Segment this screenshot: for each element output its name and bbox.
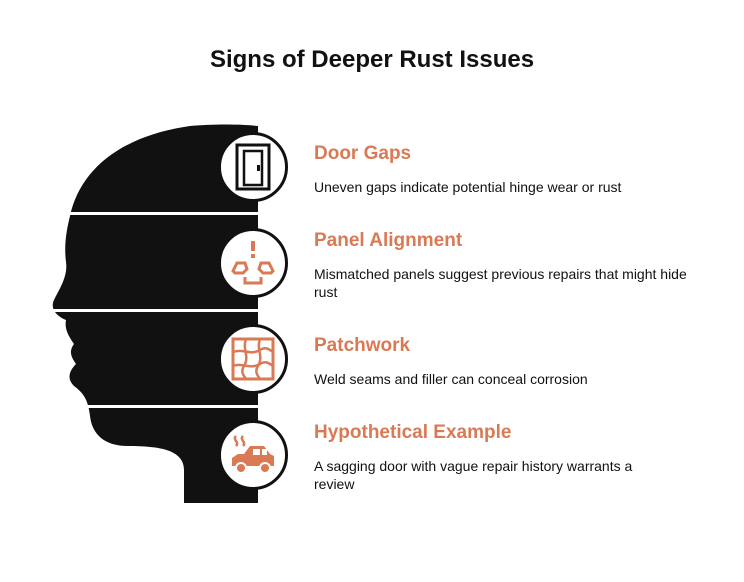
item-desc-panel-alignment: Mismatched panels suggest previous repai…: [314, 266, 687, 300]
item-title-patchwork: Patchwork: [314, 335, 411, 356]
door-gaps-icon-circle: [218, 132, 288, 202]
patch-grid-icon: [231, 337, 275, 381]
car-warning-icon: [231, 241, 275, 285]
item-desc-patchwork: Weld seams and filler can conceal corros…: [314, 371, 588, 387]
item-desc-hypothetical-example: A sagging door with vague repair history…: [314, 458, 633, 492]
hypothetical-example-icon-circle: [218, 420, 288, 490]
page-title: Signs of Deeper Rust Issues: [209, 46, 535, 73]
panel-alignment-icon-circle: [218, 228, 288, 298]
item-desc-door-gaps: Uneven gaps indicate potential hinge wea…: [314, 179, 622, 195]
item-title-door-gaps: Door Gaps: [314, 143, 412, 164]
door-icon: [235, 143, 271, 191]
item-title-panel-alignment: Panel Alignment: [314, 230, 463, 251]
patchwork-icon-circle: [218, 324, 288, 394]
smoking-car-icon: [232, 435, 274, 474]
item-title-hypothetical-example: Hypothetical Example: [314, 422, 512, 443]
